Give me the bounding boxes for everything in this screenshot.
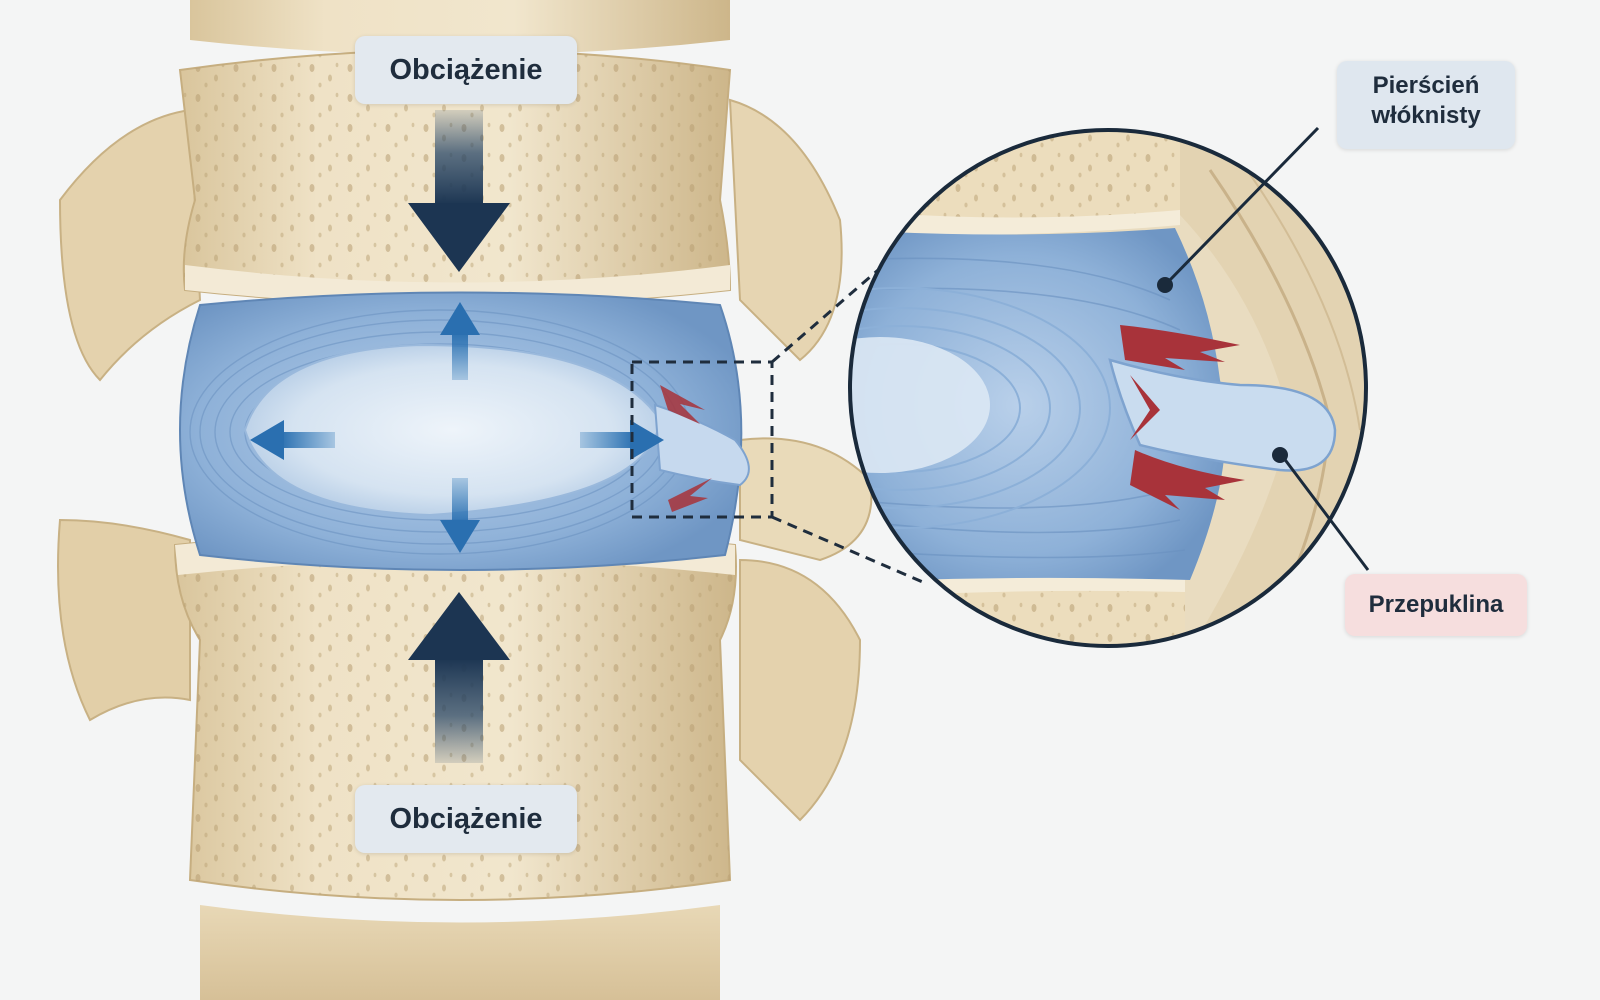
load-arrow-top: [408, 110, 510, 272]
left-process-upper: [58, 108, 202, 382]
left-process-lower: [57, 518, 191, 722]
arrow-right-icon: [580, 420, 664, 460]
annotation-leaders: [1157, 126, 1370, 571]
load-label-bottom: Obciążenie: [355, 785, 577, 853]
arrow-down-icon: [440, 478, 480, 553]
annulus-marker: [1157, 277, 1173, 293]
bottom-vertebra-stub: [200, 905, 720, 1000]
pressure-arrows: [250, 302, 664, 553]
right-process-upper: [728, 98, 843, 362]
top-vertebra-stub: [190, 0, 730, 55]
arrow-left-icon: [250, 420, 335, 460]
load-label-top: Obciążenie: [355, 36, 577, 104]
annulus-fibrosus-label: Pierścień włóknisty: [1337, 61, 1515, 149]
spine-column: [57, 0, 873, 1000]
annulus-tears: [660, 385, 712, 512]
hernia-marker: [1272, 447, 1288, 463]
load-arrow-bottom: [408, 592, 510, 763]
right-process-lower: [739, 558, 862, 822]
hernia-label: Przepuklina: [1345, 574, 1527, 636]
zoom-circle-border: [848, 128, 1368, 648]
zoom-detail: [850, 130, 1366, 646]
arrow-up-icon: [440, 302, 480, 380]
focus-box: [630, 360, 774, 519]
